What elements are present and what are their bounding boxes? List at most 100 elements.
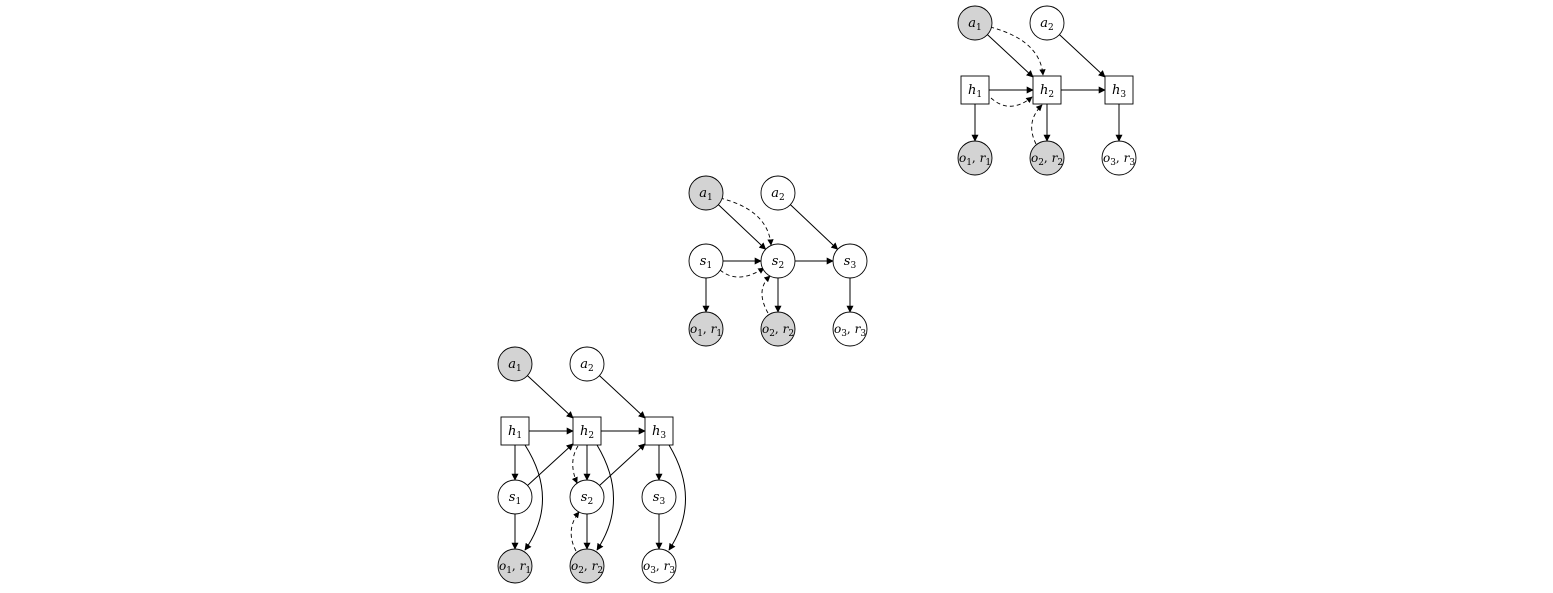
middle-node-a2-shape [760, 175, 796, 211]
top-right-node-or2-label: o2, r2 [1031, 151, 1063, 168]
middle-node-or2-label: o [762, 322, 769, 336]
bottom-left-node-or2-label: o [571, 559, 578, 573]
bottom-left-edge-h1-to-or1 [524, 444, 543, 551]
bottom-left-node-h2-label: h2 [580, 424, 594, 441]
middle-node-or3-label: o [834, 322, 841, 336]
bottom-left-node-or1-shape [497, 548, 533, 584]
top-right-node-or3-label2: r [1124, 151, 1131, 165]
middle-node-or3-label: o3, r3 [834, 322, 866, 339]
top-right-node-h1-label: h [968, 83, 976, 98]
bottom-left-node-or2-shape [569, 548, 605, 584]
middle-node-or2-sub2: 2 [788, 329, 794, 339]
middle-node-or2-shape [760, 311, 796, 347]
middle-edge-a1-to-s2 [718, 204, 767, 250]
top-right-node-or2-sub: 2 [1038, 158, 1044, 168]
bottom-left-node-or1-label: o1, r1 [499, 559, 531, 576]
top-right-node-h3-shape [1104, 75, 1134, 105]
top-right-node-or2-label2: r [1052, 151, 1059, 165]
top-right-node-h3-label: h [1112, 83, 1120, 98]
middle-node-or1-label2: r [711, 322, 718, 336]
middle-node-s2-label: s2 [772, 254, 784, 271]
middle-edge-a1-to-s2-dashed [719, 197, 774, 246]
bottom-left-node-a2-label: a2 [580, 357, 594, 374]
middle-node-s1-label: s [700, 254, 707, 269]
bottom-left-node-s2-label: s [581, 490, 588, 505]
top-right-node-a2-label: a [1040, 16, 1048, 31]
bottom-left-node-or2-label2: r [592, 559, 599, 573]
middle-node-a2-label: a [771, 186, 779, 201]
top-right-node-h1-label: h1 [968, 83, 982, 100]
top-right-node-h2-shape [1032, 75, 1062, 105]
top-right-node-or3-shape [1101, 140, 1137, 176]
top-right-node-or1-label: o1, r1 [959, 151, 991, 168]
top-right-node-h2-sub: 2 [1048, 90, 1054, 100]
bottom-left-node-or3-label: o [643, 559, 650, 573]
top-right-node-a2-label: a2 [1040, 16, 1054, 33]
top-right-node-h3: h3 [1104, 75, 1134, 105]
bottom-left-node-s2-label: s2 [581, 490, 593, 507]
middle-node-s3-label: s3 [844, 254, 857, 271]
middle-edge-s1-to-s2-dashed [719, 267, 765, 278]
bottom-left-node-a2-shape [569, 346, 605, 382]
middle-node-or2: o2, r2 [760, 311, 796, 347]
middle-node-or2-sub: 2 [769, 329, 775, 339]
bottom-left-edge-a2-to-h3 [599, 375, 646, 419]
bottom-left-node-s3-shape [641, 479, 677, 515]
middle-node-s1: s1 [688, 243, 724, 279]
top-right-node-a2-shape [1029, 5, 1065, 41]
bottom-left-node-or3-sub: 3 [650, 566, 656, 576]
top-right-node-or2-shape [1029, 140, 1065, 176]
bottom-left-node-h1-shape [500, 416, 530, 446]
bottom-left-node-or1-label2: r [520, 559, 527, 573]
top-right-edge-a2-to-h3 [1059, 34, 1106, 78]
top-right-node-h1-sub: 1 [976, 90, 982, 100]
middle-node-or1-label: o [690, 322, 697, 336]
top-right-node-h1: h1 [960, 75, 990, 105]
bottom-left-node-h2: h2 [572, 416, 602, 446]
bottom-left-node-h3-sub: 3 [660, 431, 666, 441]
top-right-node-h1-shape [960, 75, 990, 105]
middle-node-or1-sub2: 1 [716, 329, 722, 339]
bottom-left-node-s2-sub: 2 [587, 497, 593, 507]
top-right-edges [971, 26, 1123, 145]
bottom-left-node-or2: o2, r2 [569, 548, 605, 584]
top-right-edge-h1-to-h2-dashed [990, 96, 1033, 107]
bottom-left-node-h1: h1 [500, 416, 530, 446]
middle-node-a1-sub: 1 [707, 193, 713, 203]
middle-edges [702, 197, 854, 314]
middle-node-s3-shape [832, 243, 868, 279]
bottom-left-node-s3-sub: 3 [659, 497, 665, 507]
bottom-left-node-h3-label: h [652, 424, 660, 439]
middle-node-or3-sub: 3 [841, 329, 847, 339]
top-right-node-or3: o3, r3 [1101, 140, 1137, 176]
top-right-node-a2: a2 [1029, 5, 1065, 41]
bottom-left-node-or3: o3, r3 [641, 548, 677, 584]
bottom-left-edge-h2-to-s2-dashed [571, 445, 579, 484]
bottom-left-node-s2: s2 [569, 479, 605, 515]
bottom-left-node-h1-sub: 1 [516, 431, 522, 441]
top-right-edge-a1-to-h2 [987, 34, 1034, 78]
bottom-left-node-s3-label: s3 [653, 490, 666, 507]
middle-node-s3: s3 [832, 243, 868, 279]
top-right-node-or3-label: o3, r3 [1103, 151, 1135, 168]
bottom-left-node-or1-sub: 1 [506, 566, 512, 576]
top-right-node-h3-label: h3 [1112, 83, 1126, 100]
top-right-edge-or2-to-h2-dashed [1031, 104, 1043, 145]
middle-edge-or2-to-s2-dashed [761, 275, 771, 314]
bottom-left-node-a2-label: a [580, 357, 588, 372]
middle-node-s2-label: s [772, 254, 779, 269]
middle-node-a1-label: a [699, 186, 707, 201]
middle-node-a2-sub: 2 [779, 193, 785, 203]
top-right-edge-a1-to-h2-dashed [989, 26, 1046, 76]
bottom-left-node-h1-label: h1 [508, 424, 522, 441]
middle-node-s3-sub: 3 [850, 261, 856, 271]
bottom-left-node-h3: h3 [644, 416, 674, 446]
bottom-left-node-s3: s3 [641, 479, 677, 515]
bottom-left-edge-h3-to-or3 [668, 444, 686, 551]
middle-node-or1-label: o1, r1 [690, 322, 722, 339]
bottom-left-node-h2-sub: 2 [588, 431, 594, 441]
middle-node-or3-label2: r [855, 322, 862, 336]
middle-node-a2: a2 [760, 175, 796, 211]
bottom-left-node-s1-label: s1 [509, 490, 521, 507]
